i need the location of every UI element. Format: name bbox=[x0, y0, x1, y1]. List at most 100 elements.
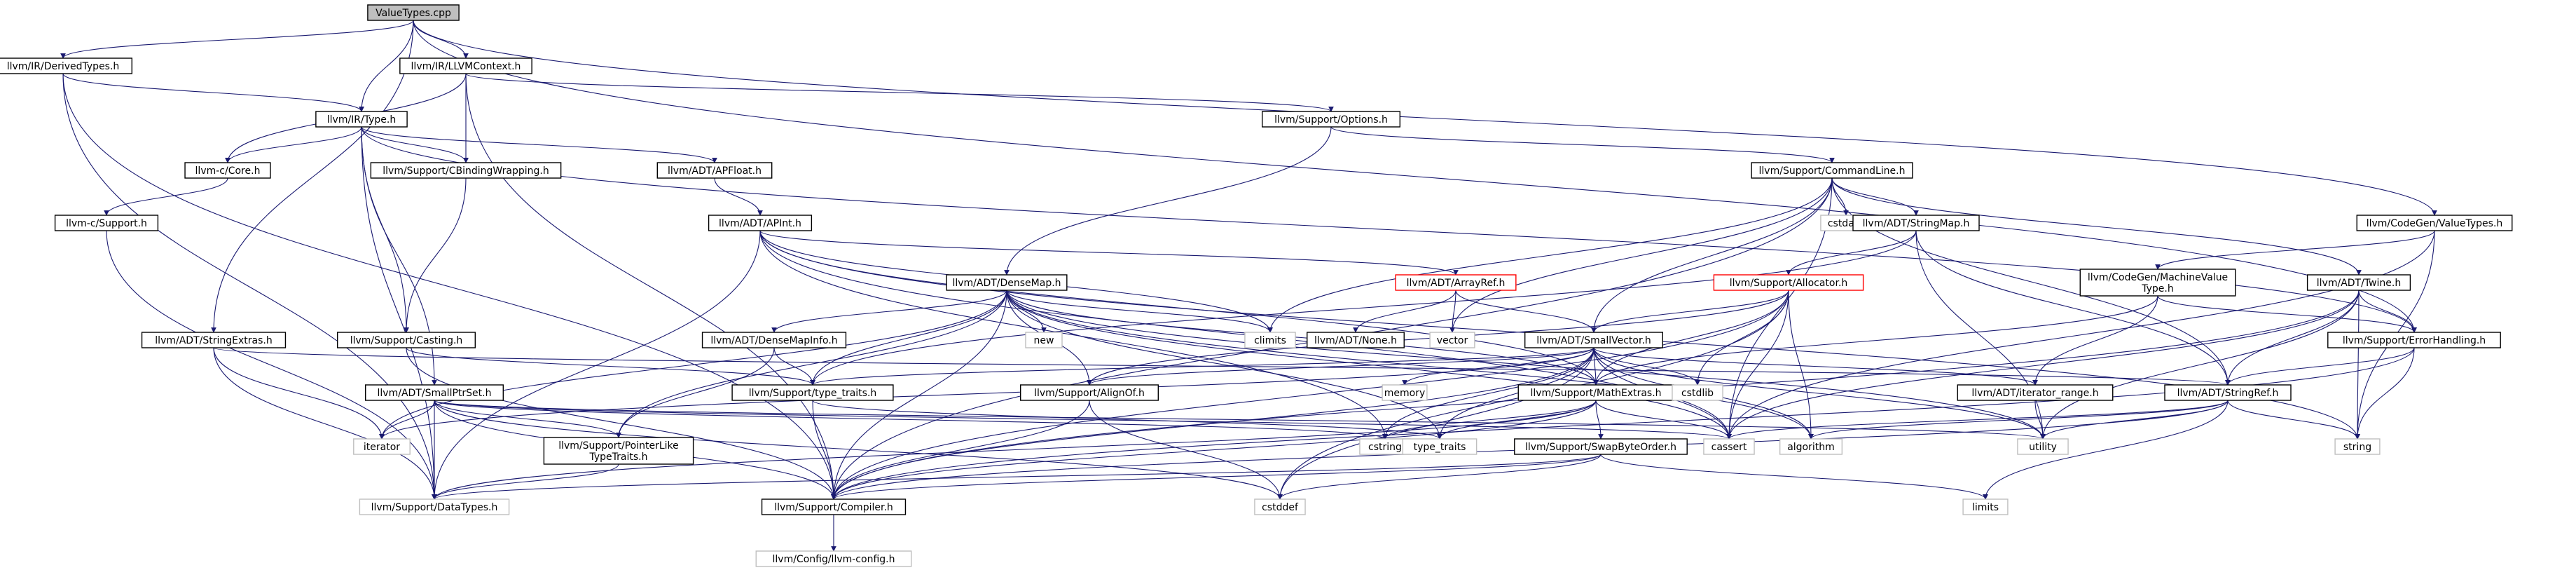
node-llvm-support-commandline-h[interactable]: llvm/Support/CommandLine.h bbox=[1751, 162, 1913, 179]
node-label: llvm/ADT/StringExtras.h bbox=[155, 335, 272, 346]
node-llvm-support-casting-h[interactable]: llvm/Support/Casting.h bbox=[337, 332, 476, 348]
node-box bbox=[1524, 332, 1663, 348]
node-label: llvm/ADT/DenseMap.h bbox=[952, 278, 1061, 289]
node-algorithm[interactable]: algorithm bbox=[1779, 438, 1843, 455]
edge-llvm-adt-stringref-h-to-algorithm bbox=[1808, 400, 2229, 440]
node-label: llvm/ADT/APInt.h bbox=[719, 218, 801, 229]
node-llvm-adt-twine-h[interactable]: llvm/ADT/Twine.h bbox=[2306, 274, 2411, 291]
node-llvm-support-compiler-h[interactable]: llvm/Support/Compiler.h bbox=[761, 498, 907, 515]
node-climits[interactable]: climits bbox=[1244, 332, 1296, 348]
edge-llvm-support-errorhandling-h-to-llvm-support-compiler-h bbox=[831, 347, 2415, 500]
node-label: llvm/Support/Compiler.h bbox=[774, 502, 893, 513]
node-box bbox=[1254, 498, 1306, 515]
edge-llvm-support-options-h-to-llvm-adt-densemap-h bbox=[1004, 126, 1332, 276]
edge-llvm-support-allocator-h-to-algorithm bbox=[1788, 290, 1814, 440]
node-type-traits[interactable]: type_traits bbox=[1402, 438, 1478, 455]
edge-llvm-adt-densemapinfo-h-to-llvm-support-pointerlike-typetraits-h bbox=[616, 347, 775, 438]
edge-llvm-adt-iterator-range-h-to-utility bbox=[2034, 400, 2046, 440]
node-llvm-adt-stringref-h[interactable]: llvm/ADT/StringRef.h bbox=[2164, 384, 2292, 401]
node-llvm-adt-apint-h[interactable]: llvm/ADT/APInt.h bbox=[708, 215, 813, 231]
edge-llvm-support-mathextras-h-to-type-traits bbox=[1437, 400, 1597, 440]
node-llvm-adt-smallptrset-h[interactable]: llvm/ADT/SmallPtrSet.h bbox=[365, 384, 504, 401]
node-vector[interactable]: vector bbox=[1429, 332, 1475, 348]
node-label: llvm/ADT/APFloat.h bbox=[668, 165, 762, 177]
node-llvm-support-type-traits-h[interactable]: llvm/Support/type_traits.h bbox=[731, 384, 894, 401]
node-cstring[interactable]: cstring bbox=[1359, 438, 1411, 455]
node-llvm-adt-iterator-range-h[interactable]: llvm/ADT/iterator_range.h bbox=[1957, 384, 2114, 401]
node-llvm-adt-arrayref-h[interactable]: llvm/ADT/ArrayRef.h bbox=[1395, 274, 1517, 291]
node-label: llvm/ADT/ArrayRef.h bbox=[1407, 278, 1506, 289]
node-label: type_traits bbox=[1414, 442, 1466, 453]
edge-llvm-adt-apint-h-to-llvm-support-datatypes-h bbox=[432, 230, 761, 500]
node-label: cassert bbox=[1711, 442, 1747, 453]
node-cassert[interactable]: cassert bbox=[1703, 438, 1755, 455]
node-label: llvm/ADT/StringMap.h bbox=[1863, 218, 1970, 229]
node-llvm-c-core-h[interactable]: llvm-c/Core.h bbox=[184, 162, 271, 179]
edge-llvm-adt-densemapinfo-h-to-llvm-support-type-traits-h bbox=[773, 347, 815, 386]
node-box bbox=[656, 162, 773, 179]
node-llvm-c-support-h[interactable]: llvm-c/Support.h bbox=[54, 215, 159, 231]
node-llvm-ir-derivedtypes-h[interactable]: llvm/IR/DerivedTypes.h bbox=[0, 57, 133, 74]
node-llvm-support-errorhandling-h[interactable]: llvm/Support/ErrorHandling.h bbox=[2327, 332, 2501, 348]
edge-llvm-adt-smallvector-h-to-cstring bbox=[1382, 347, 1594, 440]
node-llvm-adt-smallvector-h[interactable]: llvm/ADT/SmallVector.h bbox=[1524, 332, 1663, 348]
node-llvm-support-allocator-h[interactable]: llvm/Support/Allocator.h bbox=[1713, 274, 1864, 291]
node-llvm-adt-densemapinfo-h[interactable]: llvm/ADT/DenseMapInfo.h bbox=[701, 332, 847, 348]
node-llvm-adt-stringmap-h[interactable]: llvm/ADT/StringMap.h bbox=[1852, 215, 1980, 231]
edge-llvm-adt-stringref-h-to-limits bbox=[1983, 400, 2229, 500]
node-llvm-adt-none-h[interactable]: llvm/ADT/None.h bbox=[1307, 332, 1405, 348]
node-label: new bbox=[1034, 335, 1054, 346]
node-memory[interactable]: memory bbox=[1382, 384, 1428, 401]
node-box bbox=[359, 498, 510, 515]
node-new[interactable]: new bbox=[1025, 332, 1063, 348]
node-label: llvm/ADT/StringRef.h bbox=[2177, 388, 2279, 399]
edge-llvm-adt-stringref-h-to-utility bbox=[2040, 400, 2229, 440]
node-label: llvm/CodeGen/ValueTypes.h bbox=[2367, 218, 2503, 229]
node-box bbox=[367, 4, 460, 21]
node-string[interactable]: string bbox=[2334, 438, 2381, 455]
edge-llvm-adt-smallptrset-h-to-iterator bbox=[379, 400, 435, 440]
node-box bbox=[2334, 438, 2381, 455]
node-llvm-support-cbindingwrapping-h[interactable]: llvm/Support/CBindingWrapping.h bbox=[370, 162, 562, 179]
node-cstddef[interactable]: cstddef bbox=[1254, 498, 1306, 515]
edge-llvm-adt-apint-h-to-llvm-adt-arrayref-h bbox=[759, 230, 1459, 276]
node-limits[interactable]: limits bbox=[1962, 498, 2009, 515]
edge-llvm-adt-densemap-h-to-llvm-support-compiler-h bbox=[831, 290, 1007, 500]
node-llvm-support-mathextras-h[interactable]: llvm/Support/MathExtras.h bbox=[1517, 384, 1674, 401]
nodes-layer: ValueTypes.cpp llvm/IR/DerivedTypes.h llvm… bbox=[0, 4, 2513, 567]
node-label: vector bbox=[1437, 335, 1468, 346]
node-llvm-support-options-h[interactable]: llvm/Support/Options.h bbox=[1261, 111, 1400, 128]
edge-llvm-codegen-machinevalue-type-h-to-llvm-adt-iterator-range-h bbox=[2032, 295, 2158, 386]
node-valuetypes-cpp[interactable]: ValueTypes.cpp bbox=[367, 4, 460, 21]
node-label: llvm/Support/Casting.h bbox=[350, 335, 463, 346]
node-label: llvm/Support/CommandLine.h bbox=[1759, 165, 1906, 177]
edge-llvm-support-swapbyteorder-h-to-llvm-support-compiler-h bbox=[831, 454, 1602, 500]
node-box bbox=[1713, 274, 1864, 291]
node-cstdlib[interactable]: cstdlib bbox=[1672, 384, 1723, 401]
edge-llvm-adt-smallptrset-h-to-cstring bbox=[434, 400, 1388, 440]
node-box bbox=[946, 274, 1068, 291]
node-iterator[interactable]: iterator bbox=[353, 438, 411, 455]
node-llvm-support-swapbyteorder-h[interactable]: llvm/Support/SwapByteOrder.h bbox=[1514, 438, 1688, 455]
node-llvm-ir-type-h[interactable]: llvm/IR/Type.h bbox=[315, 111, 408, 128]
node-llvm-support-alignof-h[interactable]: llvm/Support/AlignOf.h bbox=[1019, 384, 1159, 401]
node-llvm-config-llvm-config-h[interactable]: llvm/Config/llvm-config.h bbox=[755, 550, 912, 567]
node-llvm-support-datatypes-h[interactable]: llvm/Support/DataTypes.h bbox=[359, 498, 510, 515]
node-box bbox=[2306, 274, 2411, 291]
node-llvm-adt-stringextras-h[interactable]: llvm/ADT/StringExtras.h bbox=[141, 332, 287, 348]
node-llvm-adt-densemap-h[interactable]: llvm/ADT/DenseMap.h bbox=[946, 274, 1068, 291]
edge-llvm-support-allocator-h-to-llvm-support-compiler-h bbox=[831, 290, 1789, 500]
edge-llvm-adt-stringmap-h-to-llvm-support-type-traits-h bbox=[810, 230, 1917, 386]
edge-llvm-support-type-traits-h-to-llvm-support-compiler-h bbox=[812, 400, 836, 500]
node-box bbox=[1261, 111, 1400, 128]
node-llvm-codegen-valuetypes-h[interactable]: llvm/CodeGen/ValueTypes.h bbox=[2356, 215, 2513, 231]
node-llvm-ir-llvmcontext-h[interactable]: llvm/IR/LLVMContext.h bbox=[399, 57, 532, 74]
edge-llvm-support-commandline-h-to-llvm-adt-smallvector-h bbox=[1591, 177, 1833, 333]
node-llvm-adt-apfloat-h[interactable]: llvm/ADT/APFloat.h bbox=[656, 162, 773, 179]
node-utility[interactable]: utility bbox=[2017, 438, 2069, 455]
node-label: llvm/Support/ErrorHandling.h bbox=[2343, 335, 2486, 346]
edge-llvm-support-swapbyteorder-h-to-limits bbox=[1600, 454, 1988, 500]
edge-llvm-support-alignof-h-to-llvm-support-compiler-h bbox=[831, 400, 1090, 500]
